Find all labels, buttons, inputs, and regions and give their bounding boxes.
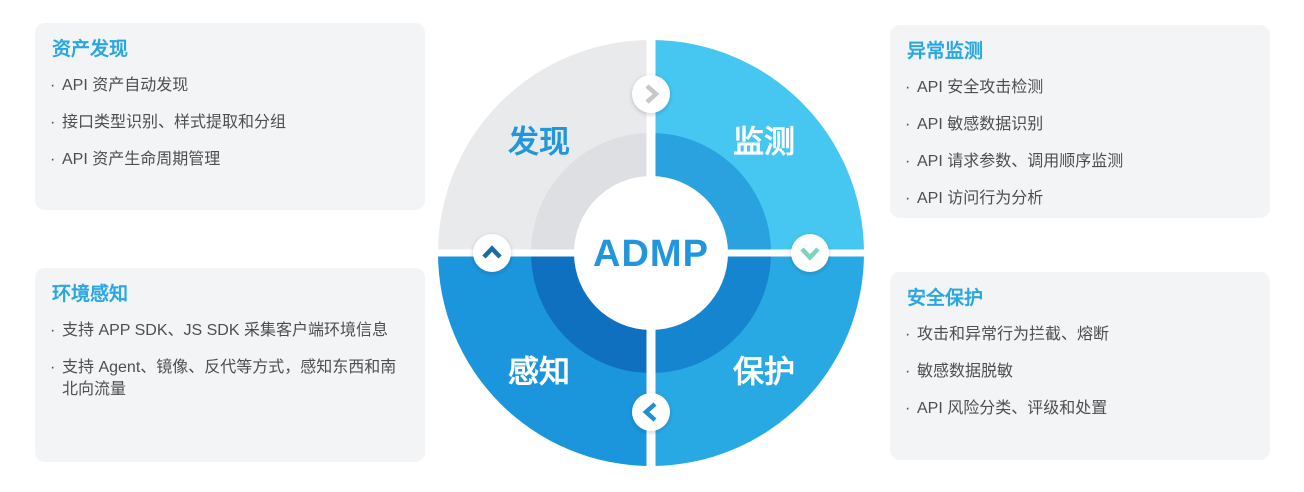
list-item: · API 资产自动发现 xyxy=(50,75,405,97)
panel-asset-discovery: 资产发现 · API 资产自动发现 · 接口类型识别、样式提取和分组 · API… xyxy=(35,23,425,210)
list-item: · API 风险分类、评级和处置 xyxy=(905,398,1250,420)
list-item: · API 请求参数、调用顺序监测 xyxy=(905,151,1250,173)
bullet: · xyxy=(50,321,56,339)
list-item-text: API 资产生命周期管理 xyxy=(62,150,221,168)
list-item-text: API 敏感数据识别 xyxy=(917,115,1044,133)
list-item: · API 敏感数据识别 xyxy=(905,114,1250,136)
bullet: · xyxy=(50,113,56,131)
list-item: · API 安全攻击检测 xyxy=(905,77,1250,99)
panel-title: 安全保护 xyxy=(907,288,984,309)
list-item: · API 访问行为分析 xyxy=(905,188,1250,210)
bullet: · xyxy=(50,76,56,94)
arrow-badge-circle xyxy=(473,234,511,272)
list-item-text: 敏感数据脱敏 xyxy=(917,362,1014,380)
chevron-up-icon xyxy=(482,245,502,259)
quadrant-label-monitoring: 监测 xyxy=(733,125,795,160)
admp-wheel-diagram: 发现 监测 感知 保护 ADMP xyxy=(436,36,866,470)
panel-title: 异常监测 xyxy=(907,41,984,62)
panel-environment-perception: 环境感知 · 支持 APP SDK、JS SDK 采集客户端环境信息 · 支持 … xyxy=(35,268,425,462)
bullet: · xyxy=(905,325,911,343)
bullet: · xyxy=(905,362,911,380)
quadrant-label-discovery: 发现 xyxy=(507,125,570,160)
bullet: · xyxy=(905,78,911,96)
chevron-right-icon xyxy=(645,84,660,104)
chevron-left-icon xyxy=(642,402,657,422)
arrow-badge-left xyxy=(473,234,511,272)
bullet: · xyxy=(905,399,911,417)
list-item: · 攻击和异常行为拦截、熔断 xyxy=(905,324,1250,346)
list-item-text: API 资产自动发现 xyxy=(62,76,189,94)
list-item-text: 接口类型识别、样式提取和分组 xyxy=(62,113,287,131)
list-item: · 支持 APP SDK、JS SDK 采集客户端环境信息 xyxy=(50,320,405,342)
list-item-text: 支持 Agent、镜像、反代等方式，感知东西和南北向流量 xyxy=(62,358,397,398)
quadrant-label-perception: 感知 xyxy=(508,355,570,390)
panel-anomaly-monitoring: 异常监测 · API 安全攻击检测 · API 敏感数据识别 · API 请求参… xyxy=(890,25,1270,218)
bullet: · xyxy=(905,190,911,208)
list-item: · API 资产生命周期管理 xyxy=(50,149,405,171)
list-item: · 支持 Agent、镜像、反代等方式，感知东西和南北向流量 xyxy=(50,357,405,401)
bullet: · xyxy=(50,358,56,376)
center-circle xyxy=(574,176,728,330)
bullet: · xyxy=(50,150,56,168)
quadrant-label-protection: 保护 xyxy=(733,355,795,390)
panel-title: 环境感知 xyxy=(52,284,129,305)
arrow-badge-circle xyxy=(632,393,670,431)
list-item-text: API 访问行为分析 xyxy=(917,190,1044,208)
arrow-badge-bottom xyxy=(632,393,670,431)
list-item: · 接口类型识别、样式提取和分组 xyxy=(50,112,405,134)
bullet: · xyxy=(905,115,911,133)
panel-security-protection: 安全保护 · 攻击和异常行为拦截、熔断 · 敏感数据脱敏 · API 风险分类、… xyxy=(890,272,1270,460)
list-item: · 敏感数据脱敏 xyxy=(905,361,1250,383)
arrow-badge-top xyxy=(632,75,670,113)
panel-title: 资产发现 xyxy=(52,39,129,60)
list-item-text: 支持 APP SDK、JS SDK 采集客户端环境信息 xyxy=(62,321,388,339)
list-item-text: 攻击和异常行为拦截、熔断 xyxy=(917,325,1110,343)
chevron-down-icon xyxy=(800,247,820,261)
arrow-badge-circle xyxy=(632,75,670,113)
list-item-text: API 安全攻击检测 xyxy=(917,78,1044,96)
list-item-text: API 风险分类、评级和处置 xyxy=(917,399,1108,417)
center-label: ADMP xyxy=(593,233,709,275)
list-item-text: API 请求参数、调用顺序监测 xyxy=(917,152,1124,170)
arrow-badge-circle xyxy=(791,234,829,272)
bullet: · xyxy=(905,152,911,170)
arrow-badge-right xyxy=(791,234,829,272)
